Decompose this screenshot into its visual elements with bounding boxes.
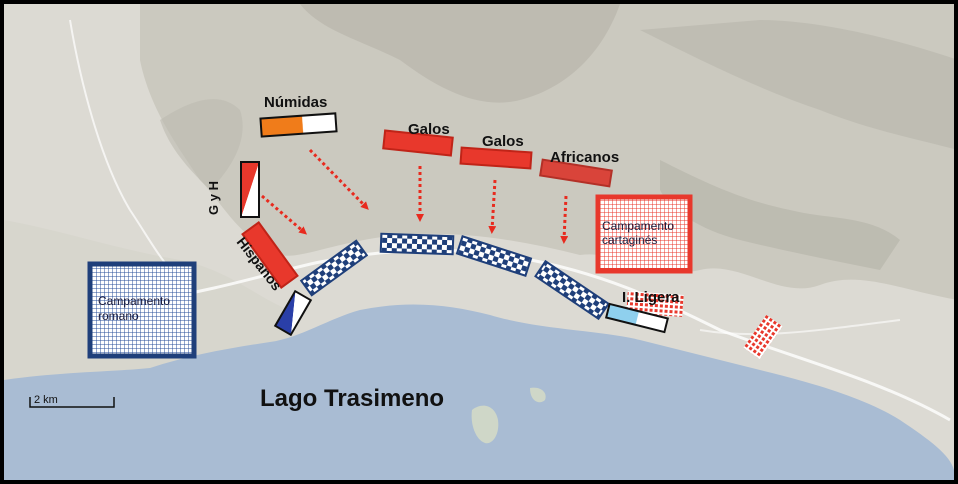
label-galos-2: Galos [482,133,524,150]
carthaginian-camp: Campamento cartaginés [595,194,693,274]
ligera-blue-unit [604,302,670,334]
island [471,405,499,444]
gyh-unit [240,161,260,218]
label-africanos: Africanos [550,149,619,166]
roman-camp-label-1: Campamento [98,294,170,308]
roman-camp-label-2: romano [98,309,139,323]
ligera-unit-2 [743,314,783,360]
arrow-numidas [308,148,369,210]
carthaginian-camp-label-1: Campamento [602,219,674,233]
scale-bar: 2 km [29,394,115,408]
carthaginian-camp-label-2: cartaginés [602,233,657,247]
label-gyh: G y H [206,181,221,215]
arrow-galos-2 [488,179,497,234]
label-ligera: I. Ligera [622,289,680,306]
galos-1-unit [382,129,454,157]
numidas-unit [259,112,338,138]
lake [4,304,954,480]
roman-unit-3 [455,235,533,277]
ligera-unit-1 [626,291,684,317]
roman-unit-4 [534,259,610,321]
roman-unit-2 [379,232,455,256]
africanos-unit [539,158,613,188]
arrow-africanos [560,195,569,244]
lake-label: Lago Trasimeno [260,385,444,412]
island-small [530,387,546,403]
galos-2-unit [459,146,533,170]
roman-column [299,232,610,321]
roman-unit-1 [299,239,369,297]
roman-camp: Campamento romano [87,261,197,359]
label-galos-1: Galos [408,121,450,138]
label-numidas: Númidas [264,94,327,111]
hispanos-unit [241,221,299,289]
roman-vanguard [273,289,313,337]
scale-label: 2 km [34,394,58,406]
attack-arrows [261,148,569,244]
